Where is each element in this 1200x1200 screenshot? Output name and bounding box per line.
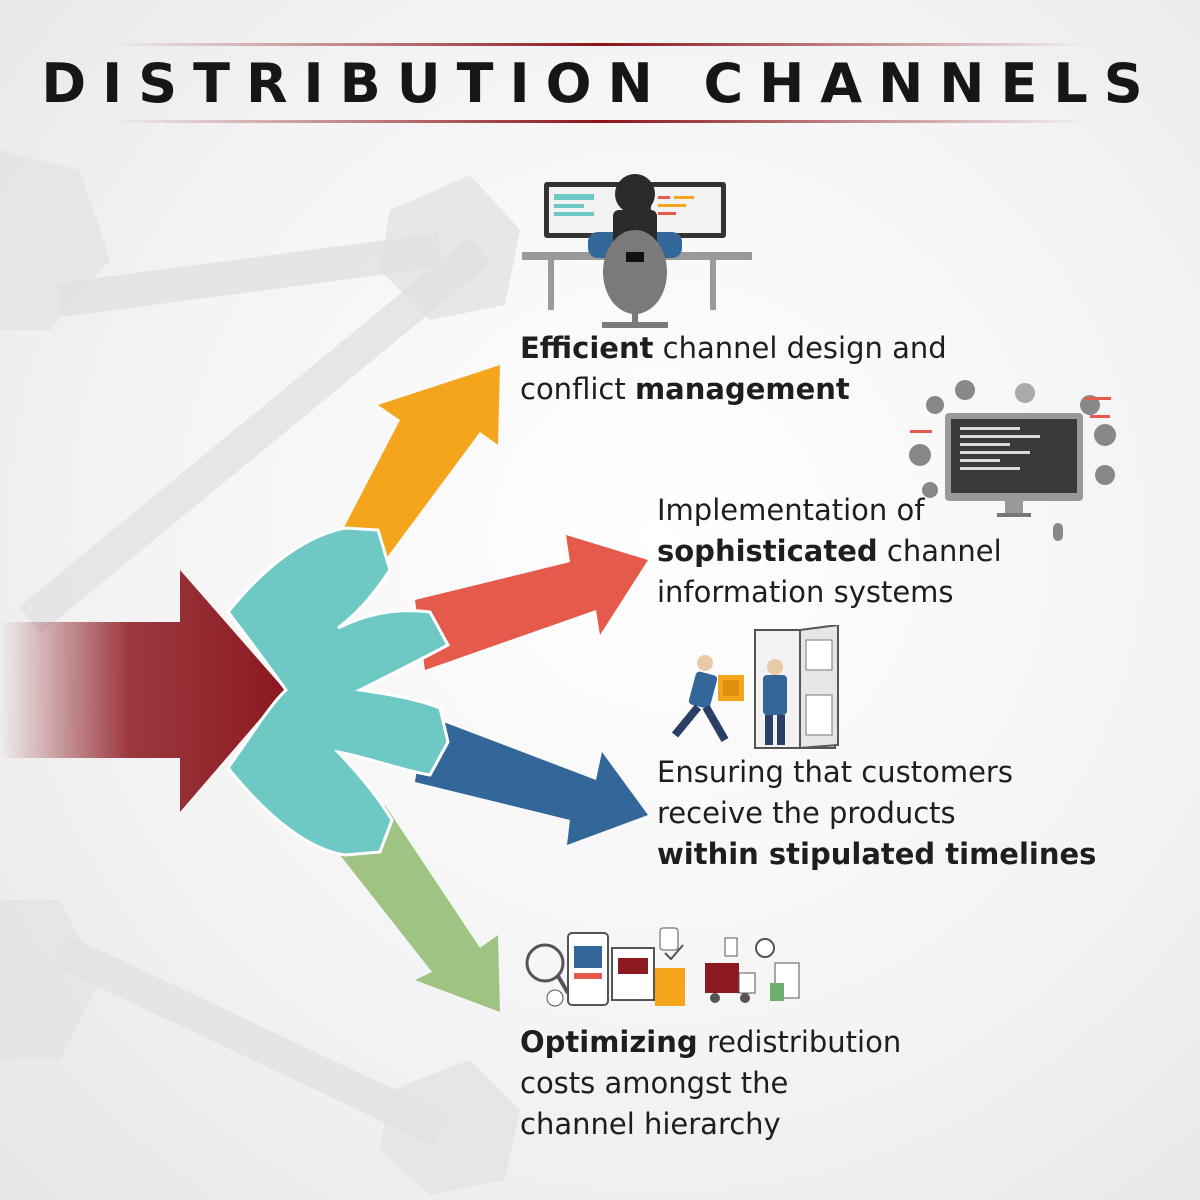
- caption-text: receive the products: [657, 796, 956, 830]
- caption-bold-text: within stipulated timelines: [657, 837, 1097, 871]
- caption-line: Implementation of: [657, 490, 1002, 531]
- arrow-red: [415, 535, 648, 670]
- information-system-computer-icon: [909, 380, 1116, 541]
- caption-line: channel hierarchy: [520, 1104, 901, 1145]
- splitter-shape: [226, 526, 451, 857]
- caption-bold-text: Efficient: [520, 331, 654, 365]
- caption-text: channel design and: [653, 331, 947, 365]
- caption-bold-text: Optimizing: [520, 1025, 698, 1059]
- caption-text: channel hierarchy: [520, 1107, 781, 1141]
- caption-text: Implementation of: [657, 493, 925, 527]
- caption-line: conflict management: [520, 369, 947, 410]
- arrow-green: [340, 805, 500, 1012]
- caption-text: costs amongst the: [520, 1066, 789, 1100]
- caption-text: redistribution: [697, 1025, 902, 1059]
- title-rule-top: [110, 43, 1090, 46]
- caption-line: Optimizing redistribution: [520, 1022, 901, 1063]
- caption-line: costs amongst the: [520, 1063, 901, 1104]
- caption-text: information systems: [657, 575, 954, 609]
- caption-text: conflict: [520, 372, 635, 406]
- arrow-blue: [415, 715, 648, 845]
- caption-text: channel: [877, 534, 1002, 568]
- page-title: DISTRIBUTION CHANNELS: [41, 52, 1159, 115]
- caption-line: information systems: [657, 572, 1002, 613]
- input-arrow: [0, 570, 285, 812]
- developer-at-desk-icon: [522, 174, 752, 328]
- caption-line: Ensuring that customers: [657, 752, 1096, 793]
- caption-line: Efficient channel design and: [520, 328, 947, 369]
- caption-bold-text: management: [634, 372, 850, 406]
- delivery-courier-icon: [671, 625, 839, 750]
- title-rule-bottom: [110, 120, 1090, 123]
- arrow-orange: [340, 365, 500, 560]
- caption-line: within stipulated timelines: [657, 834, 1096, 875]
- caption-line: sophisticated channel: [657, 531, 1002, 572]
- caption-line: receive the products: [657, 793, 1096, 834]
- caption-text: Ensuring that customers: [657, 755, 1013, 789]
- caption-bold-text: sophisticated: [657, 534, 878, 568]
- caption-customer-delivery: Ensuring that customers receive the produ…: [657, 752, 1096, 875]
- ecommerce-logistics-icon: [525, 927, 800, 1007]
